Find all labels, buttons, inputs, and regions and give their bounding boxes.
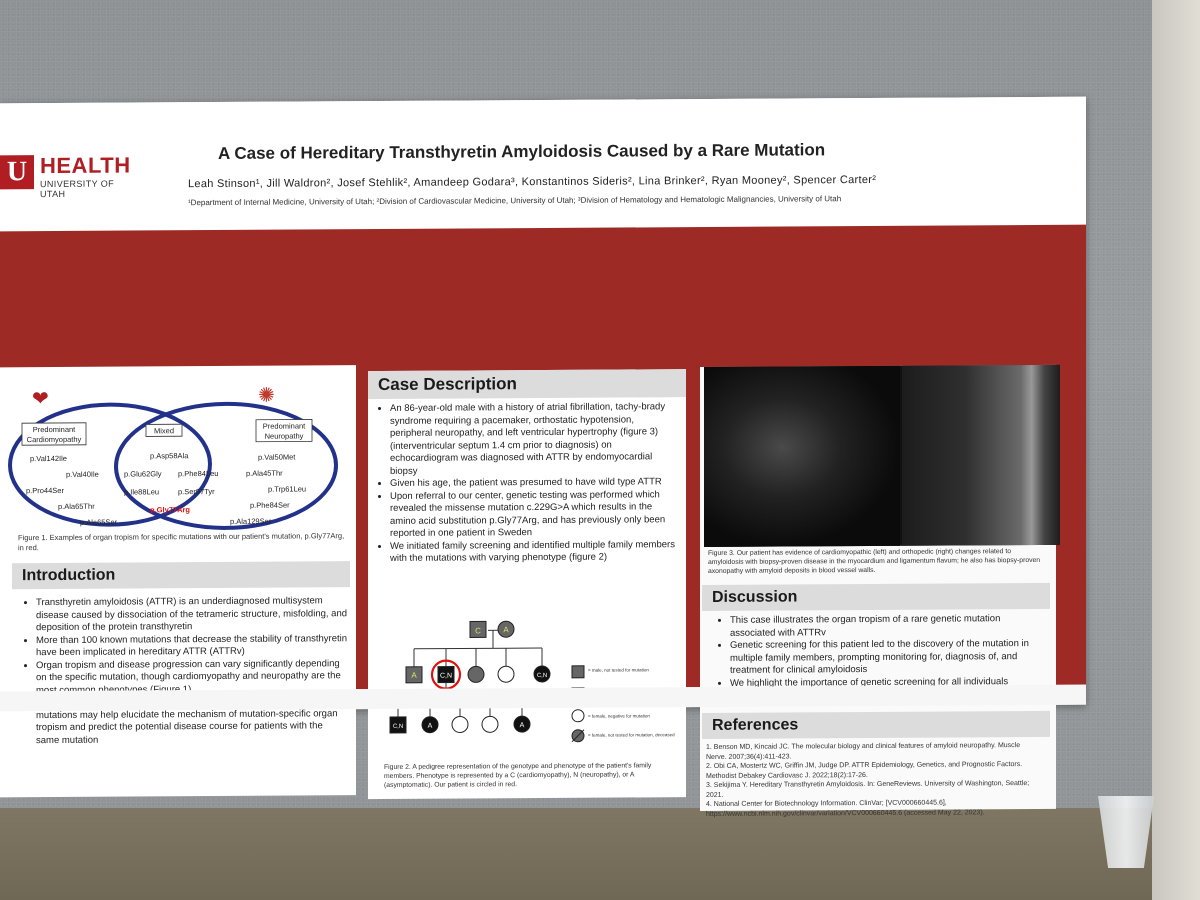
logo-name: HEALTH bbox=[40, 152, 131, 179]
mutation-label: p.Glu62Gly bbox=[124, 469, 162, 478]
authors: Leah Stinson¹, Jill Waldron², Josef Steh… bbox=[188, 173, 877, 191]
mutation-label: p.Phe84Ser bbox=[250, 501, 290, 510]
label-cardio-2: Cardiomyopathy bbox=[27, 435, 82, 444]
venn-diagram: ❤ ✺ Predominant Cardiomyopathy Mixed Pre… bbox=[8, 385, 338, 530]
pedigree-gen1-label: C bbox=[475, 626, 481, 635]
discussion-item: Genetic screening for this patient led t… bbox=[730, 638, 1040, 677]
mutation-label: p.Trp61Leu bbox=[268, 484, 306, 493]
echocardiogram-image bbox=[704, 365, 900, 548]
left-column: ❤ ✺ Predominant Cardiomyopathy Mixed Pre… bbox=[0, 365, 356, 798]
plastic-cup bbox=[1098, 796, 1154, 868]
pedigree-gen2-label: C,N bbox=[440, 673, 452, 680]
neuron-icon: ✺ bbox=[258, 385, 275, 407]
mutation-label: p.Ala129Ser bbox=[230, 517, 272, 526]
cardiomyopathy-circle bbox=[8, 402, 212, 527]
legend-text: = female, not tested for mutation, decea… bbox=[588, 732, 675, 738]
logo-subtitle: UNIVERSITY OF UTAH bbox=[40, 178, 115, 200]
patient-mutation: p.Gly77Arg bbox=[150, 505, 190, 514]
wall bbox=[1152, 0, 1200, 900]
pedigree-gen3-label: A bbox=[428, 723, 433, 730]
pedigree-gen3-label: A bbox=[520, 722, 525, 729]
neuropathy-circle bbox=[114, 401, 338, 530]
case-item: Given his age, the patient was presumed … bbox=[390, 476, 678, 490]
label-mixed: Mixed bbox=[154, 426, 174, 435]
legend-text: = male, not tested for mutation bbox=[588, 667, 649, 672]
figure-1: ❤ ✺ Predominant Cardiomyopathy Mixed Pre… bbox=[0, 365, 356, 563]
mutation-label: p.Ala45Thr bbox=[246, 469, 283, 478]
introduction-item: Transthyretin amyloidosis (ATTR) is an u… bbox=[36, 595, 348, 634]
middle-column: Case Description An 86-year-old male wit… bbox=[368, 369, 686, 800]
pedigree-gen2-label: C,N bbox=[537, 673, 547, 679]
pedigree-chart: C A A C,N C,N C,N A A bbox=[389, 620, 675, 743]
pedigree-gen1-label: A bbox=[503, 625, 509, 634]
reference-item: 4. National Center for Biotechnology Inf… bbox=[706, 799, 985, 818]
mutation-label: p.Ile88Leu bbox=[124, 487, 159, 496]
figure-1-caption: Figure 1. Examples of organ tropism for … bbox=[18, 531, 345, 553]
references-heading: References bbox=[702, 710, 1050, 740]
introduction-list: Transthyretin amyloidosis (ATTR) is an u… bbox=[0, 595, 356, 747]
floor bbox=[0, 808, 1200, 900]
case-heading: Case Description bbox=[368, 369, 686, 400]
university-logo: U HEALTH UNIVERSITY OF UTAH bbox=[0, 151, 131, 202]
heart-icon: ❤ bbox=[32, 388, 49, 410]
mutation-label: p.Phe84Leu bbox=[178, 469, 218, 478]
imaging-figure bbox=[704, 364, 1060, 548]
content-band: ❤ ✺ Predominant Cardiomyopathy Mixed Pre… bbox=[0, 224, 1086, 818]
references-list: 1. Benson MD, Kincaid JC. The molecular … bbox=[700, 739, 1048, 821]
label-neuro-1: Predominant bbox=[263, 421, 306, 430]
reference-item: 1. Benson MD, Kincaid JC. The molecular … bbox=[706, 742, 1021, 761]
mutation-label: p.Pro44Ser bbox=[26, 486, 64, 495]
reference-item: 3. Sekijima Y. Hereditary Transthyretin … bbox=[706, 780, 1030, 799]
introduction-item: More than 100 known mutations that decre… bbox=[36, 633, 348, 660]
logo-mark: U bbox=[0, 155, 34, 190]
mutation-label: p.Val40Ile bbox=[66, 470, 99, 479]
mutation-label: p.Val142Ile bbox=[30, 454, 67, 463]
right-column: Figure 3. Our patient has evidence of ca… bbox=[700, 364, 1060, 818]
legend-text: = female, negative for mutation bbox=[588, 713, 650, 718]
case-item: Upon referral to our center, genetic tes… bbox=[390, 489, 678, 541]
poster-title: A Case of Hereditary Transthyretin Amylo… bbox=[218, 140, 826, 163]
pedigree-gen3-label: C,N bbox=[393, 724, 403, 730]
reference-item: 2. Obi CA, Mostertz WC, Griffin JM, Judg… bbox=[706, 761, 1023, 780]
mutation-label: p.Ala65Thr bbox=[58, 502, 95, 511]
mutation-label: p.Ser97Tyr bbox=[178, 487, 215, 496]
case-item: An 86-year-old male with a history of at… bbox=[390, 401, 678, 478]
label-cardio-1: Predominant bbox=[33, 425, 76, 434]
mutation-label: p.Asp58Ala bbox=[150, 451, 189, 460]
case-list: An 86-year-old male with a history of at… bbox=[368, 401, 686, 565]
discussion-heading: Discussion bbox=[702, 582, 1050, 612]
mutation-label: p.Val50Met bbox=[258, 453, 296, 462]
label-neuro-2: Neuropathy bbox=[265, 431, 304, 440]
pedigree-gen2-label: A bbox=[411, 671, 417, 680]
figure-2-caption: Figure 2. A pedigree representation of t… bbox=[384, 762, 652, 789]
introduction-heading: Introduction bbox=[12, 561, 350, 590]
affiliations: ¹Department of Internal Medicine, Univer… bbox=[188, 194, 842, 208]
case-item: We initiated family screening and identi… bbox=[390, 539, 678, 566]
poster-header: U HEALTH UNIVERSITY OF UTAH A Case of He… bbox=[0, 96, 1086, 232]
discussion-item: This case illustrates the organ tropism … bbox=[730, 613, 1040, 640]
spine-mri-image bbox=[902, 364, 1060, 546]
poster: U HEALTH UNIVERSITY OF UTAH A Case of He… bbox=[0, 96, 1086, 818]
mutation-label: p.Ala65Ser bbox=[80, 518, 118, 527]
figure-3-caption: Figure 3. Our patient has evidence of ca… bbox=[708, 548, 1041, 575]
